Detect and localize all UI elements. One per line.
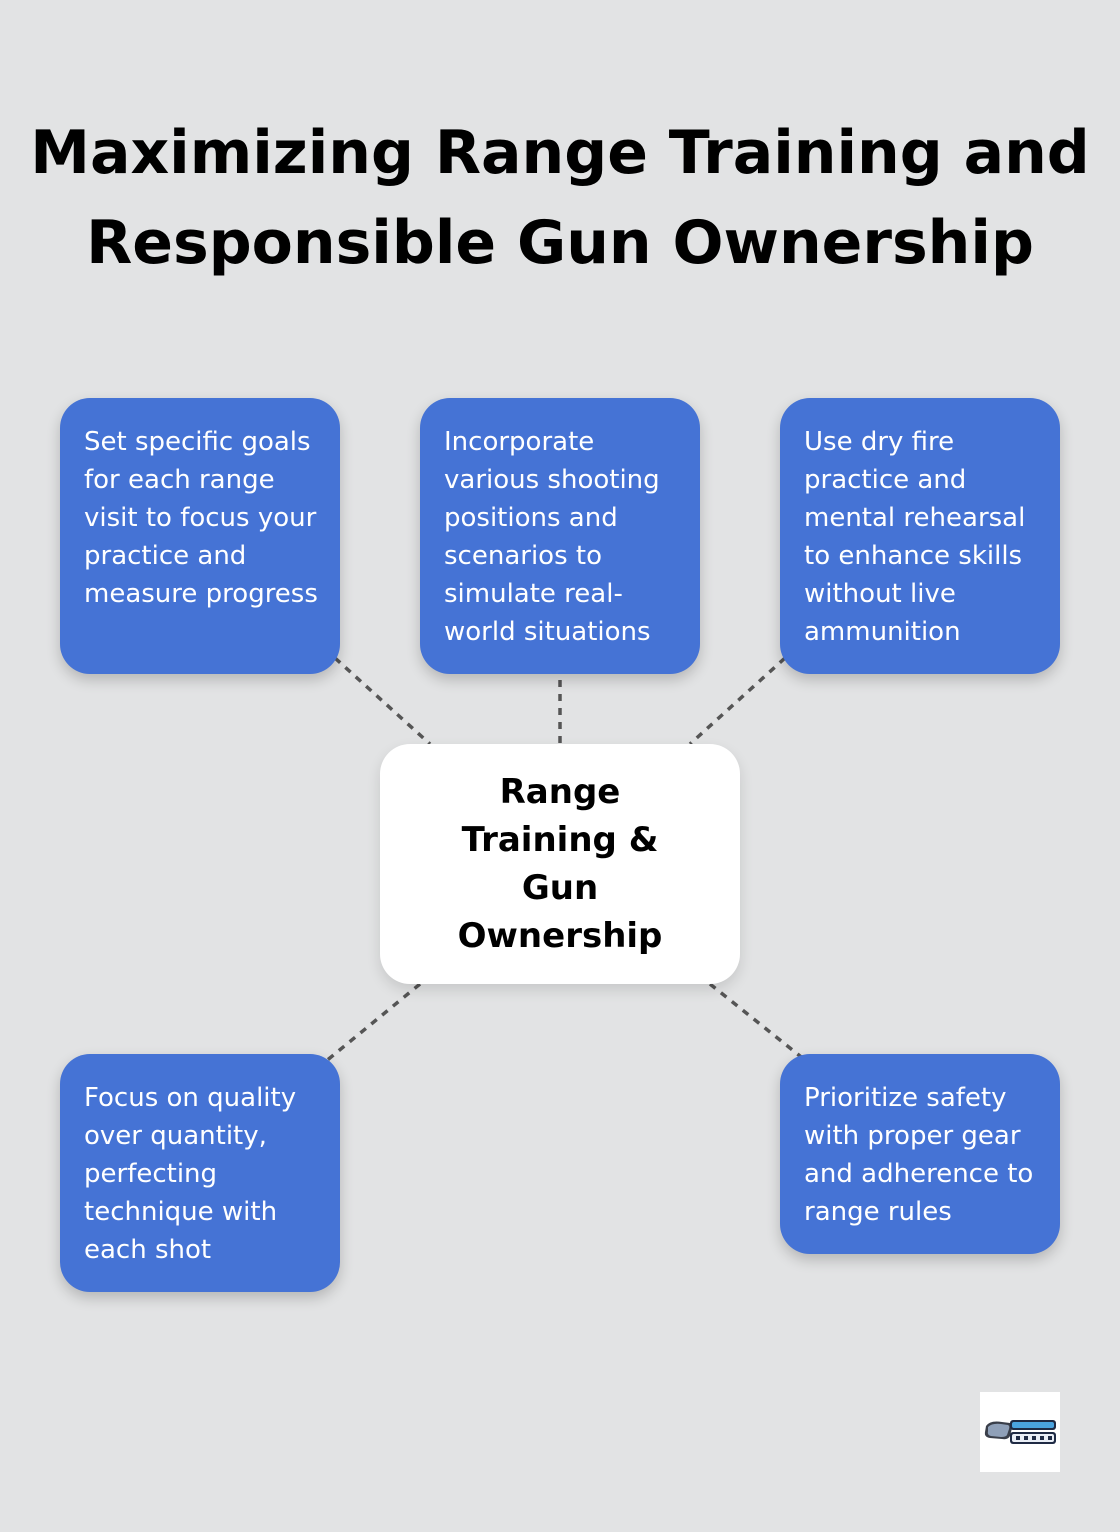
pillow-logo-icon — [984, 1420, 1056, 1444]
node-quality: Focus on quality over quantity, perfecti… — [60, 1054, 340, 1292]
node-goals-text: Set specific goals for each range visit … — [84, 427, 318, 609]
node-dry-fire-text: Use dry fire practice and mental rehears… — [804, 427, 1026, 647]
node-positions-text: Incorporate various shooting positions a… — [444, 427, 660, 647]
page-title: Maximizing Range Training and Responsibl… — [30, 118, 1090, 278]
node-safety: Prioritize safety with proper gear and a… — [780, 1054, 1060, 1254]
node-dry-fire: Use dry fire practice and mental rehears… — [780, 398, 1060, 674]
central-topic: Range Training & Gun Ownership — [380, 744, 740, 984]
node-safety-text: Prioritize safety with proper gear and a… — [804, 1083, 1034, 1227]
connector-bottom-right — [708, 982, 807, 1062]
node-positions: Incorporate various shooting positions a… — [420, 398, 700, 674]
brand-logo — [980, 1392, 1060, 1472]
central-topic-label: Range Training & Gun Ownership — [457, 772, 663, 956]
node-quality-text: Focus on quality over quantity, perfecti… — [84, 1083, 297, 1265]
connector-top-right — [688, 656, 787, 746]
connector-bottom-left — [323, 982, 422, 1064]
connector-top-left — [333, 656, 432, 746]
node-goals: Set specific goals for each range visit … — [60, 398, 340, 674]
